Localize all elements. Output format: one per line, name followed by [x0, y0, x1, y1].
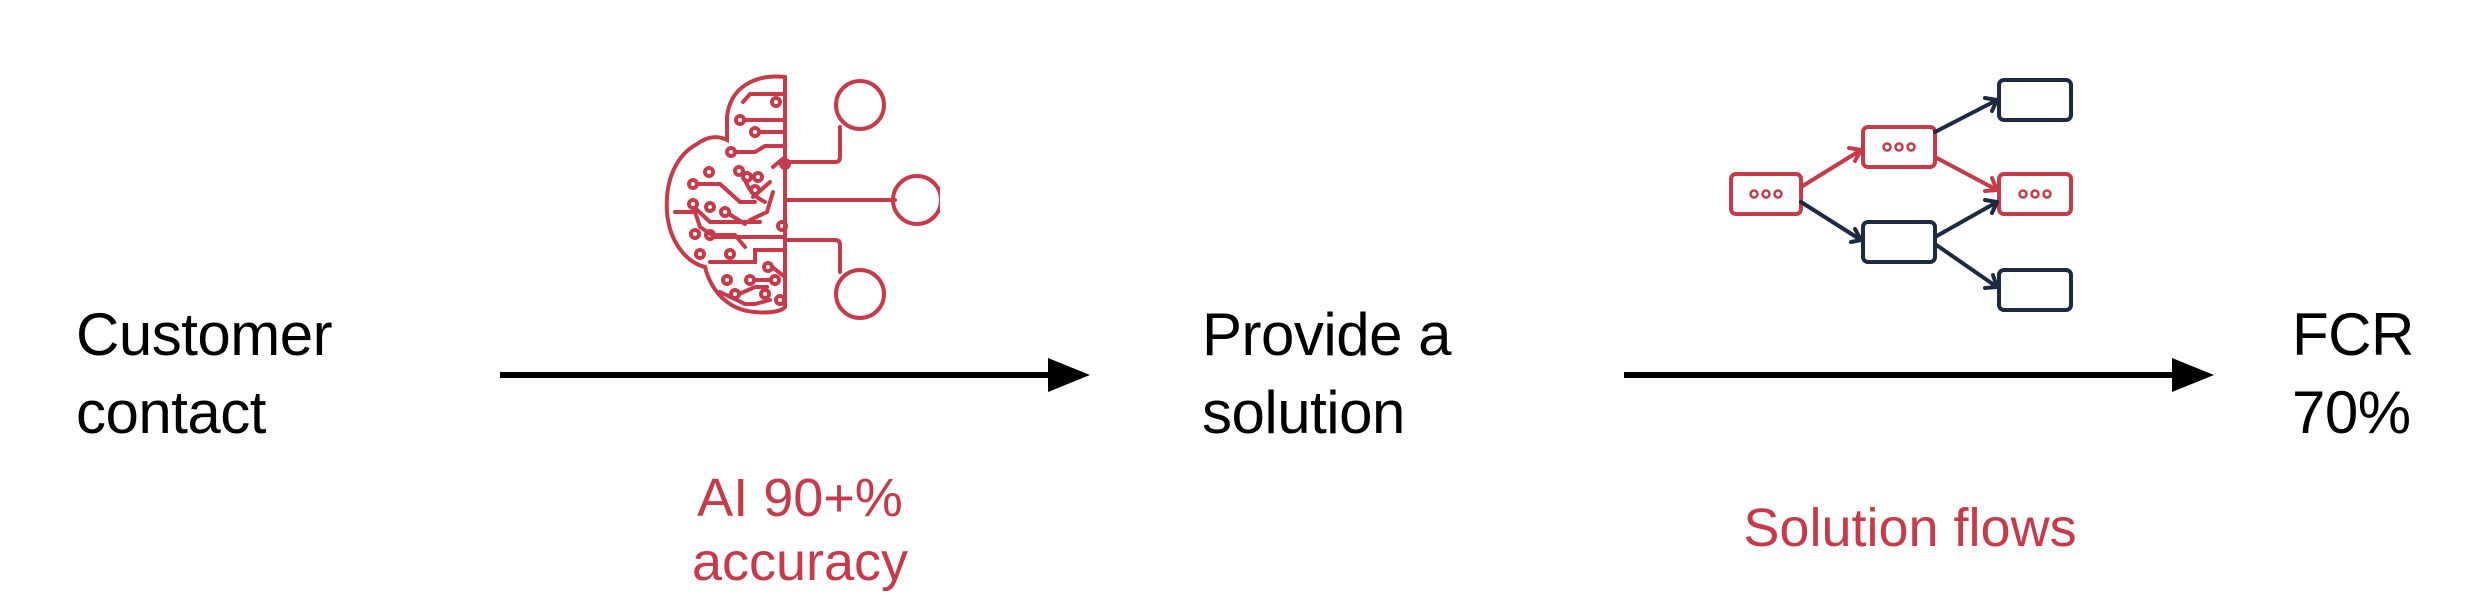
solution-flows-caption: Solution flows [1660, 496, 2160, 560]
arrow-right-icon [1624, 358, 2214, 392]
ai-accuracy-caption: AI 90+% accuracy [600, 466, 1000, 594]
step-provide-solution: Provide a solution [1202, 296, 1451, 452]
step-label-line: contact [76, 379, 266, 446]
caption-line: AI 90+% [697, 468, 903, 528]
caption-line: Solution flows [1743, 498, 2077, 558]
step-fcr: FCR 70% [2292, 296, 2414, 452]
arrow-right-icon [500, 358, 1090, 392]
caption-line: accuracy [691, 532, 909, 592]
step-label-line: solution [1202, 379, 1405, 446]
flowchart-icon [1729, 78, 2073, 312]
step-label-line: Customer [76, 301, 333, 368]
step-label-line: FCR [2292, 301, 2414, 368]
step-customer-contact: Customer contact [76, 296, 333, 452]
step-label-line: 70% [2292, 379, 2411, 446]
step-label-line: Provide a [1202, 301, 1451, 368]
ai-brain-circuit-icon [664, 74, 940, 320]
